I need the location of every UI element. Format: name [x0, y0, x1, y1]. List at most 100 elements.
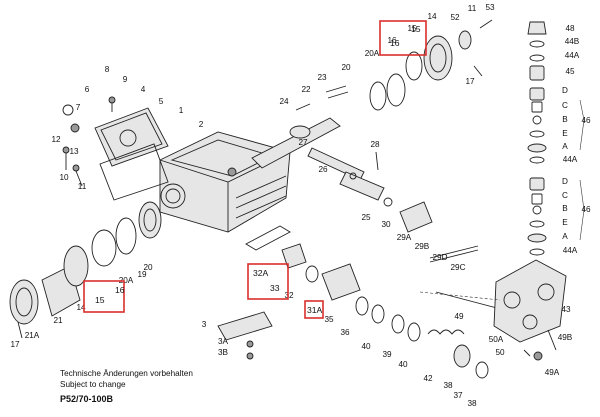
- note-line-2: Subject to change: [60, 380, 126, 389]
- part-label: 29C: [450, 263, 465, 272]
- part-label: 48: [565, 24, 575, 33]
- part-label: 52: [450, 13, 460, 22]
- part-label: C: [562, 101, 568, 110]
- highlight-label: 15: [95, 295, 105, 305]
- part-label: 30: [381, 220, 391, 229]
- part-label: 7: [76, 103, 81, 112]
- tie-rod: [419, 291, 501, 301]
- part-label: 10: [59, 173, 69, 182]
- part-label: 23: [317, 73, 327, 82]
- part-label: 44A: [565, 51, 580, 60]
- part-label: 15: [407, 24, 417, 33]
- part-label: 9: [123, 75, 128, 84]
- part-label: 38: [467, 399, 477, 408]
- part-label: 27: [298, 138, 308, 147]
- highlight-label: 33: [270, 283, 280, 293]
- part-label: 3A: [218, 337, 229, 346]
- part-label: 49A: [545, 368, 560, 377]
- part-label: 42: [423, 374, 433, 383]
- part-label: E: [562, 129, 568, 138]
- part-label: 4: [141, 85, 146, 94]
- part-label: 13: [69, 147, 79, 156]
- part-label: 49: [454, 312, 464, 321]
- manifold-head: [493, 259, 567, 361]
- part-label: 29D: [432, 253, 447, 262]
- part-label: 25: [361, 213, 371, 222]
- bearing-cover-left: [9, 201, 162, 339]
- part-label: 32: [284, 291, 294, 300]
- part-label: 21: [53, 316, 63, 325]
- part-label: 11: [78, 182, 87, 191]
- part-label: E: [562, 218, 568, 227]
- part-label: 14: [427, 12, 437, 21]
- highlight-label: 15: [411, 24, 421, 34]
- highlight-box: [304, 300, 324, 319]
- part-label: 35: [324, 315, 334, 324]
- part-label: 49B: [558, 333, 573, 342]
- part-label: 20: [143, 263, 153, 272]
- highlight-box: [247, 263, 289, 300]
- plunger-seal-stack: [281, 197, 513, 379]
- part-label: 12: [51, 135, 61, 144]
- part-label: 38: [443, 381, 453, 390]
- part-label: 20A: [365, 49, 380, 58]
- part-label: 44A: [563, 246, 578, 255]
- part-label: D: [562, 86, 568, 95]
- part-label: 3: [202, 320, 207, 329]
- model-number: P52/70-100B: [60, 394, 114, 404]
- part-labels: 53115214151620A174844B44A45DCBEA44A46DCB…: [10, 3, 591, 408]
- part-label: 40: [398, 360, 408, 369]
- part-label: 17: [465, 77, 475, 86]
- highlight-label: 32A: [253, 268, 269, 278]
- part-label: 46: [581, 205, 591, 214]
- highlight-box: [379, 20, 427, 56]
- part-label: D: [562, 177, 568, 186]
- part-label: A: [562, 142, 568, 151]
- part-label: 46: [581, 116, 591, 125]
- part-label: 40: [361, 342, 371, 351]
- shield-plate: [217, 311, 273, 360]
- part-label: 26: [318, 165, 328, 174]
- part-label: 24: [279, 97, 289, 106]
- part-label: 45: [565, 67, 575, 76]
- part-label: 19: [137, 270, 147, 279]
- part-label: 39: [382, 350, 392, 359]
- part-label: A: [562, 232, 568, 241]
- rear-cover: [62, 96, 169, 201]
- highlight-label: 16: [115, 285, 125, 295]
- part-label: 20A: [119, 276, 134, 285]
- part-label: 29B: [415, 242, 430, 251]
- part-label: C: [562, 191, 568, 200]
- crankshaft-assembly: [251, 73, 406, 201]
- part-label: 1: [179, 106, 184, 115]
- part-label: 50A: [489, 335, 504, 344]
- part-label: 11: [468, 4, 477, 13]
- part-label: 44A: [563, 155, 578, 164]
- part-label: 22: [301, 85, 311, 94]
- highlight-box: [83, 280, 125, 313]
- highlight-label: 31A: [307, 305, 323, 315]
- part-label: 28: [370, 140, 380, 149]
- part-label: 6: [85, 85, 90, 94]
- part-label: 29A: [397, 233, 412, 242]
- part-label: 2: [199, 120, 204, 129]
- part-label: B: [562, 115, 568, 124]
- part-label: 21A: [25, 331, 40, 340]
- note-line-1: Technische Änderungen vorbehalten: [60, 369, 193, 378]
- part-label: B: [562, 204, 568, 213]
- part-label: 17: [10, 340, 20, 349]
- valve-column: [527, 21, 585, 256]
- part-label: 8: [105, 65, 110, 74]
- bearing-cover-top: [405, 19, 493, 81]
- part-label: 37: [453, 391, 463, 400]
- part-label: 20: [341, 63, 351, 72]
- part-label: 14: [76, 303, 86, 312]
- part-label: 50: [495, 348, 505, 357]
- part-label: 16: [387, 36, 397, 45]
- part-label: 53: [485, 3, 495, 12]
- part-label: 43: [561, 305, 571, 314]
- part-label: 44B: [565, 37, 580, 46]
